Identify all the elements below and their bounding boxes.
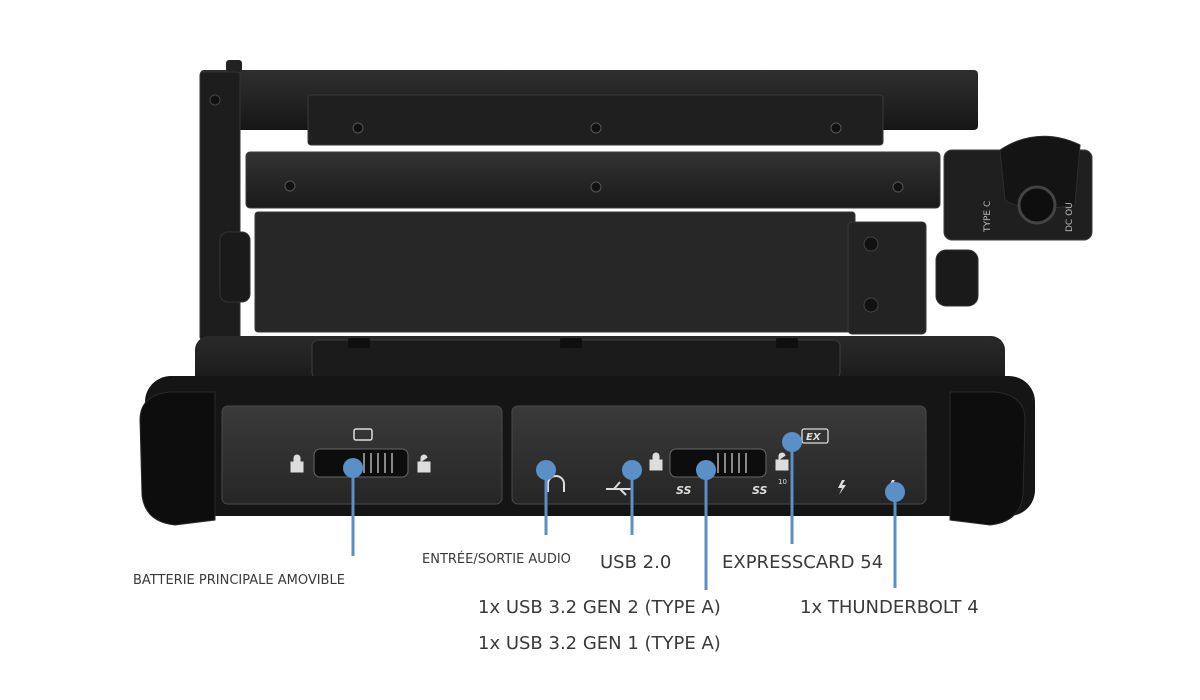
- screw-icon: [352, 122, 364, 134]
- battery-callout-label: BATTERIE PRINCIPALE AMOVIBLE: [133, 573, 345, 588]
- middle-slab: [245, 151, 941, 209]
- latch-ridges: [717, 453, 747, 473]
- lock-open-icon: [417, 454, 431, 473]
- screw-icon: [209, 94, 221, 106]
- screw-icon: [590, 122, 602, 134]
- usb-10gbps-badge: 10: [778, 478, 787, 486]
- lock-closed-icon: [649, 452, 663, 471]
- right-knob: [935, 249, 979, 307]
- dc-port-icon: [1017, 185, 1057, 225]
- expresscard-marker: [782, 432, 802, 452]
- lock-closed-icon: [290, 454, 304, 473]
- battery-indicator-icon: [353, 428, 373, 441]
- screw-icon: [284, 180, 296, 192]
- left-knob: [219, 231, 251, 303]
- usb-superspeed-10-icon: SS: [752, 484, 768, 497]
- thunderbolt-icon: [838, 480, 846, 495]
- laptop-chassis: TYPE C DC OU: [139, 60, 1093, 526]
- expresscard-badge-frame: [801, 428, 829, 444]
- handle-clip: [776, 338, 798, 348]
- right-bumper: [949, 391, 1026, 526]
- thunderbolt-marker: [885, 482, 905, 502]
- handle-clip: [560, 338, 582, 348]
- usb2-callout-label: USB 2.0: [600, 552, 672, 573]
- audio-marker: [536, 460, 556, 480]
- screw-icon: [863, 297, 879, 313]
- usb32-gen2-callout-label: 1x USB 3.2 GEN 2 (TYPE A): [478, 597, 721, 618]
- lower-right-block: [847, 221, 927, 335]
- lid-hinge-knob: [226, 60, 242, 72]
- usb-superspeed-icon: SS: [676, 484, 692, 497]
- screw-icon: [830, 122, 842, 134]
- handle-clip: [348, 338, 370, 348]
- left-bumper: [139, 391, 216, 526]
- usb2-marker: [622, 460, 642, 480]
- usb32-gen1-callout-label: 1x USB 3.2 GEN 1 (TYPE A): [478, 633, 721, 654]
- lock-open-icon: [775, 452, 789, 471]
- expresscard-callout-label: EXPRESSCARD 54: [722, 552, 884, 573]
- latch-ridges: [363, 453, 393, 473]
- screw-icon: [892, 181, 904, 193]
- usb-icon: [606, 481, 632, 496]
- battery-marker: [343, 458, 363, 478]
- callout-markers: [343, 432, 905, 590]
- lid-inner-bar: [307, 94, 884, 146]
- screw-icon: [863, 236, 879, 252]
- headphone-icon: [547, 475, 565, 492]
- expresscard-icon: EX: [806, 432, 822, 443]
- audio-callout-label: ENTRÉE/SORTIE AUDIO: [422, 552, 571, 567]
- dc-out-port-label: DC OU: [1065, 202, 1075, 232]
- screw-icon: [590, 181, 602, 193]
- usb32-marker: [696, 460, 716, 480]
- lower-block: [254, 211, 856, 333]
- thunderbolt-callout-label: 1x THUNDERBOLT 4: [800, 597, 979, 618]
- type-c-port-label: TYPE C: [983, 201, 993, 233]
